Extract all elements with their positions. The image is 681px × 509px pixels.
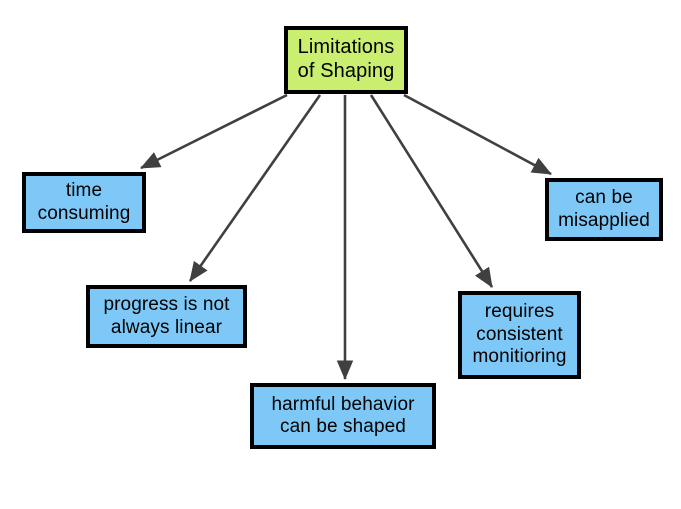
node-harmful-label: harmful behavior can be shaped <box>271 393 415 437</box>
node-root-label: Limitations of Shaping <box>297 36 395 82</box>
edge-root-to-misapplied <box>403 93 552 176</box>
node-time-consuming[interactable]: time consuming <box>22 172 146 233</box>
edge-root-to-time <box>140 93 288 170</box>
node-progress-label: progress is not always linear <box>103 294 230 338</box>
node-requires-label: requires consistent monitioring <box>472 301 567 368</box>
node-misapplied-label: can be misapplied <box>558 187 650 231</box>
node-harmful-behavior-can-be-shaped[interactable]: harmful behavior can be shaped <box>250 383 436 449</box>
node-time-consuming-label: time consuming <box>37 180 131 224</box>
node-can-be-misapplied[interactable]: can be misapplied <box>545 178 663 241</box>
node-limitations-of-shaping[interactable]: Limitations of Shaping <box>284 26 408 94</box>
edge-root-to-requires <box>369 94 494 288</box>
edge-root-to-progress <box>188 94 322 282</box>
node-requires-consistent-monitioring[interactable]: requires consistent monitioring <box>458 291 581 379</box>
node-progress-is-not-always-linear[interactable]: progress is not always linear <box>86 285 247 348</box>
